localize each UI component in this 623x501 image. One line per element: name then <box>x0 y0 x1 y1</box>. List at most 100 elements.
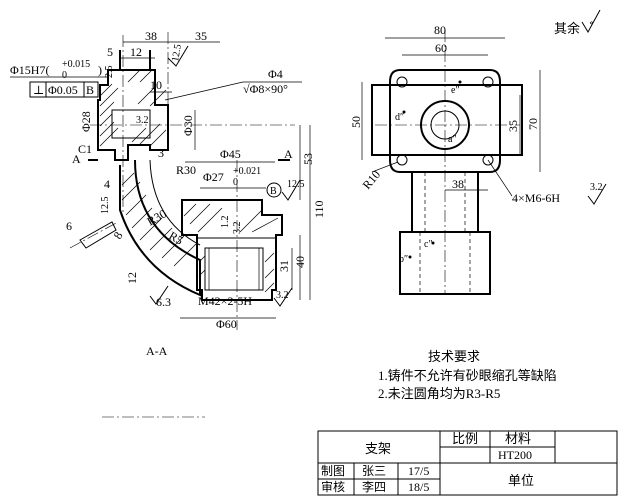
part-name: 支架 <box>365 441 391 456</box>
technical-requirements: 技术要求 1.铸件不允许有砂眼缩孔等缺陷 2.未注圆角均为R3-R5 <box>378 349 557 401</box>
dim-31: 31 <box>277 260 291 272</box>
threaded-bore <box>204 247 264 291</box>
bore-tol-close: ) <box>98 63 102 77</box>
dim-12-5-right: 12.5 <box>287 179 305 190</box>
holes-callout: 4×M6-6H <box>512 191 560 205</box>
general-roughness-note: 其余 ∘ <box>554 9 601 36</box>
dim-phi27-upper: +0.021 <box>233 166 261 177</box>
dim-110: 110 <box>312 200 326 218</box>
thread-callout: M42×2-5H <box>198 294 252 308</box>
dim-3-2-boss: 3.2 <box>136 115 149 126</box>
perp-value: Φ0.05 <box>48 83 78 97</box>
material-value: HT200 <box>498 448 532 462</box>
point-a: a″ <box>448 134 457 145</box>
dim-6: 6 <box>66 219 72 233</box>
dim-38: 38 <box>145 29 157 43</box>
point-d: d″ <box>395 112 404 123</box>
section-mark-a-right: A <box>284 147 293 161</box>
dim-phi28: Φ28 <box>79 111 93 132</box>
drawn-label: 制图 <box>321 464 345 478</box>
perp-datum: B <box>86 83 94 97</box>
perp-symbol: ⊥ <box>33 83 44 97</box>
title-block: 支架 比例 材料 HT200 制图 张三 17/5 审核 李四 18/5 单位 <box>317 430 618 496</box>
dim-70: 70 <box>526 118 540 130</box>
section-label: A-A <box>146 344 168 358</box>
arm-hatching <box>121 172 197 267</box>
dim-phi27-lower: 0 <box>233 177 238 188</box>
dim-r5: R5 <box>167 228 186 247</box>
boss-inner-circle <box>430 110 460 140</box>
dim-8: 8 <box>110 229 125 241</box>
point-c: c″ <box>424 239 433 250</box>
mount-hole-br <box>482 154 494 166</box>
dim-5: 5 <box>107 45 113 59</box>
dim-r10: R10 <box>360 168 384 192</box>
flange-plate <box>389 69 501 173</box>
mount-hole-tl <box>396 76 408 88</box>
dim-10: 10 <box>150 78 162 92</box>
roughness-circle-icon: ∘ <box>589 18 594 29</box>
dim-3-2-bottom: 3.2 <box>276 290 289 301</box>
dim-38-right: 38 <box>452 177 464 191</box>
dim-3: 3 <box>158 146 164 160</box>
tech-req-item-1: 1.铸件不允许有砂眼缩孔等缺陷 <box>378 368 557 383</box>
dim-12-5-top: 12.5 <box>170 43 184 62</box>
tech-req-title: 技术要求 <box>428 349 480 364</box>
dim-53: 53 <box>301 153 315 165</box>
section-view-a-a: A A 38 35 12 5 2.5 12.5 Φ15H7( +0.015 0 … <box>10 29 326 358</box>
datum-b-text: B <box>270 186 277 197</box>
dim-12-5-left: 12.5 <box>100 197 111 215</box>
dim-phi30: Φ30 <box>181 115 195 136</box>
drawn-date: 17/5 <box>408 464 429 478</box>
section-mark-a-left: A <box>72 152 81 166</box>
drawn-name: 张三 <box>362 464 386 478</box>
point-b-dot <box>408 255 412 259</box>
holes-leader <box>487 159 513 197</box>
boss-flange <box>119 50 151 71</box>
roughness-bottom-icon <box>273 287 293 307</box>
mount-hole-bl <box>396 154 408 166</box>
point-b: b″ <box>399 254 408 265</box>
boss-outer-circle <box>420 100 470 150</box>
unit-label: 单位 <box>508 473 534 488</box>
lower-base <box>399 231 491 295</box>
dim-4: 4 <box>104 177 110 191</box>
dim-35: 35 <box>195 29 207 43</box>
bore-tol-lower: 0 <box>62 70 67 81</box>
roughness-top-icon <box>167 45 189 67</box>
dim-2-5: 2.5 <box>104 66 115 79</box>
dim-phi4: Φ4 <box>268 67 283 81</box>
lower-body-outline <box>181 199 283 301</box>
flange-body <box>371 84 523 156</box>
dim-r30-small: R30 <box>176 163 196 177</box>
dim-3-2-right: 3.2 <box>590 182 603 193</box>
curved-arm-inner <box>149 159 201 246</box>
dim-12: 12 <box>130 45 142 59</box>
dim-phi27: Φ27 <box>203 170 224 184</box>
checked-label: 审核 <box>321 479 345 494</box>
pin-hole-projection <box>79 221 117 249</box>
phi27-tolerance: Φ27 +0.021 0 B <box>200 166 282 198</box>
curved-arm-outer <box>119 159 201 297</box>
mount-hole-tr <box>482 76 494 88</box>
dim-phi60: Φ60 <box>216 317 237 331</box>
perpendicularity-frame: ⊥ Φ0.05 B <box>29 81 99 98</box>
material-label: 材料 <box>505 431 531 446</box>
dim-80: 80 <box>434 23 446 37</box>
upper-boss-outline <box>97 69 169 161</box>
dim-3-2-inner: 3.2 <box>232 222 243 235</box>
end-view: 80 60 50 35 70 R10 38 4×M6-6H 3.2 e″ d″ … <box>349 23 607 295</box>
roughness-6-3-icon <box>149 285 169 305</box>
roughness-symbol-icon <box>581 9 601 34</box>
checked-date: 18/5 <box>408 480 429 494</box>
tech-req-item-2: 2.未注圆角均为R3-R5 <box>378 386 500 401</box>
roughness-right-icon <box>281 179 301 201</box>
dim-35-right: 35 <box>506 120 520 132</box>
bore-tolerance: Φ15H7( +0.015 0 ) <box>10 59 108 81</box>
dim-60: 60 <box>435 41 447 55</box>
r10-leader <box>371 161 399 173</box>
bore-tol-upper: +0.015 <box>62 59 90 70</box>
point-c-dot <box>431 241 435 245</box>
countersink-note: √Φ8×90° <box>243 82 288 96</box>
